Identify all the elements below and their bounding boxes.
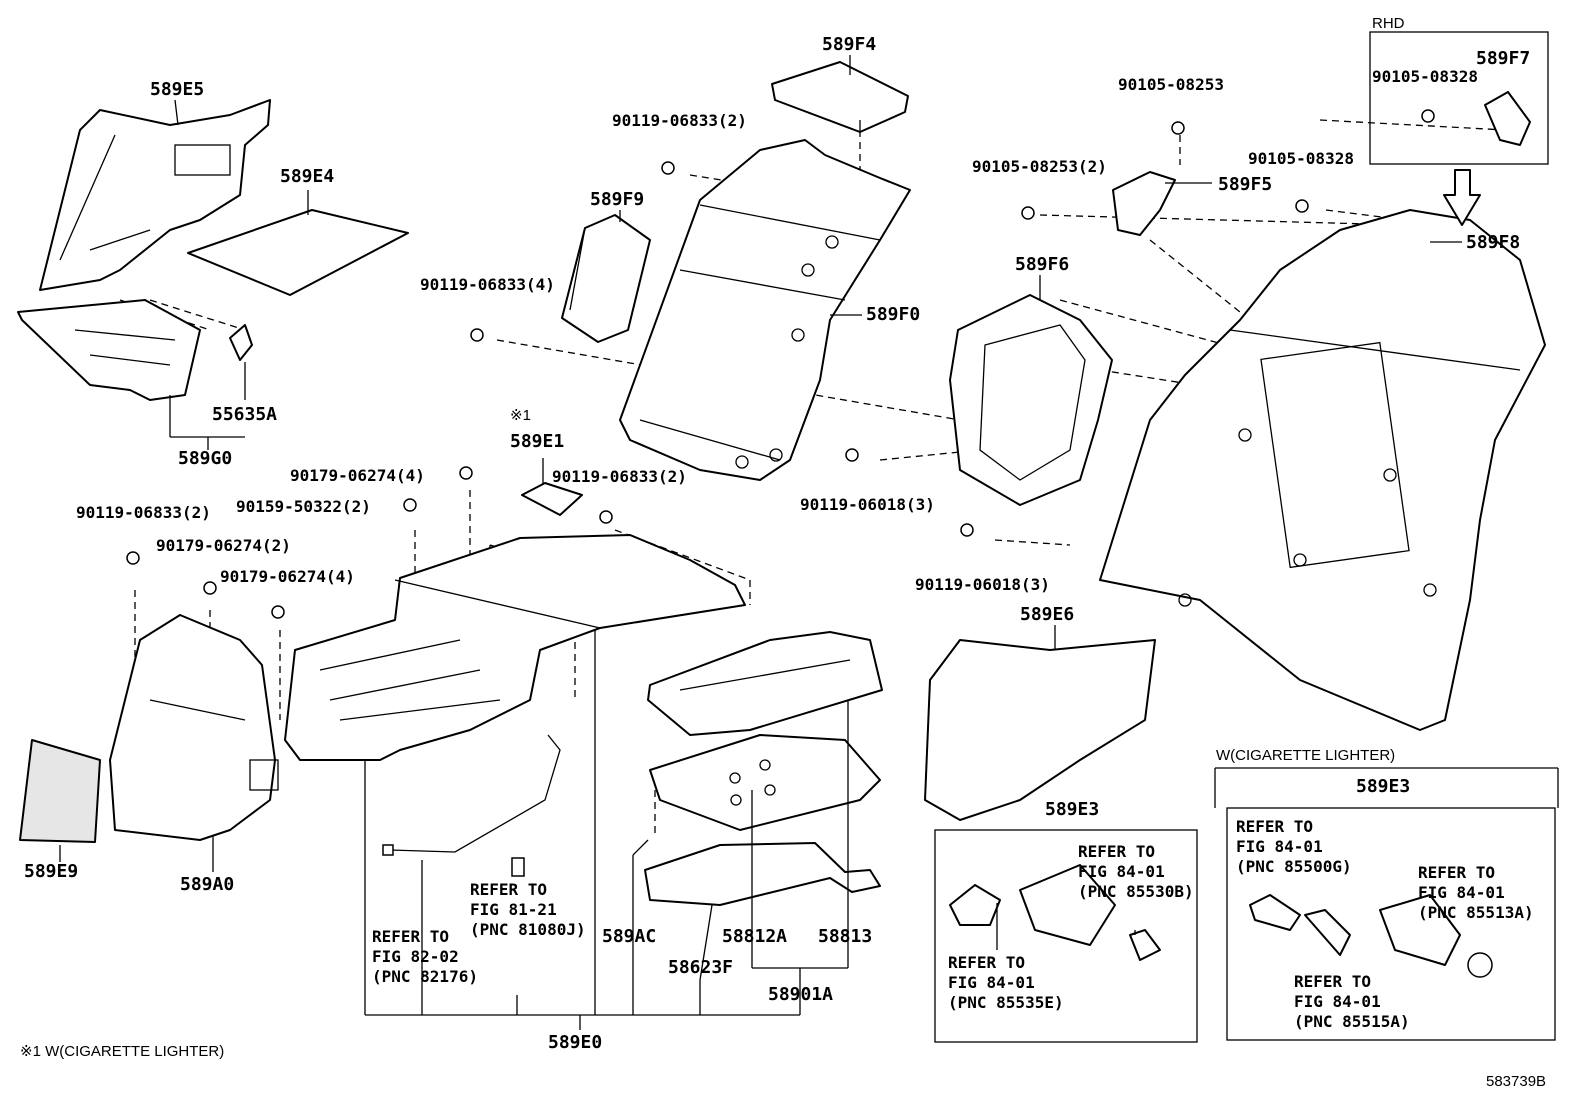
label-90119-06018-3-a: 90119-06018(3) xyxy=(800,495,935,514)
label-589e4: 589E4 xyxy=(280,166,334,187)
part-589e1-cover xyxy=(521,482,583,516)
label-589f6: 589F6 xyxy=(1015,254,1069,275)
label-589e9: 589E9 xyxy=(24,861,78,882)
label-note1-mark: ※1 xyxy=(510,407,531,424)
part-589g0-tray xyxy=(17,299,201,401)
part-589f7-clip xyxy=(1484,91,1531,146)
svg-text:REFER TO: REFER TO xyxy=(470,880,547,899)
svg-text:(PNC 85535E): (PNC 85535E) xyxy=(948,993,1064,1012)
label-90105-08253: 90105-08253 xyxy=(1118,75,1224,94)
refer-85515a: REFER TO FIG 84-01 (PNC 85515A) xyxy=(1294,972,1410,1031)
svg-text:REFER TO: REFER TO xyxy=(372,927,449,946)
refer-85513a: REFER TO FIG 84-01 (PNC 85513A) xyxy=(1418,863,1534,922)
part-589f0-cover xyxy=(619,139,911,481)
svg-text:FIG 84-01: FIG 84-01 xyxy=(1294,992,1381,1011)
lighter-box-mid xyxy=(934,829,1198,1043)
lighter-parts-right xyxy=(1249,894,1493,978)
label-589e6: 589E6 xyxy=(1020,604,1074,625)
label-589e0: 589E0 xyxy=(548,1032,602,1053)
svg-text:(PNC 81080J): (PNC 81080J) xyxy=(470,920,586,939)
part-589e5-trim xyxy=(39,99,271,291)
part-589f4-lid xyxy=(771,61,909,133)
part-589f5-bracket xyxy=(1112,171,1176,236)
refer-81080j: REFER TO FIG 81-21 (PNC 81080J) xyxy=(470,880,586,939)
label-90179-06274-2: 90179-06274(2) xyxy=(156,536,291,555)
footnote: ※1 W(CIGARETTE LIGHTER) xyxy=(20,1043,224,1060)
label-589f0: 589F0 xyxy=(866,304,920,325)
part-wire-harness xyxy=(382,734,561,877)
lighter-box-right xyxy=(1226,807,1556,1041)
label-58901a: 58901A xyxy=(768,984,833,1005)
lighter-parts-mid xyxy=(949,864,1161,961)
part-589a0-console xyxy=(109,614,279,841)
label-589e3-right: 589E3 xyxy=(1356,776,1410,797)
svg-text:(PNC 85500G): (PNC 85500G) xyxy=(1236,857,1352,876)
label-589e3-mid: 589E3 xyxy=(1045,799,1099,820)
label-55635a: 55635A xyxy=(212,404,277,425)
label-589f8: 589F8 xyxy=(1466,232,1520,253)
svg-text:REFER TO: REFER TO xyxy=(1078,842,1155,861)
svg-text:FIG 84-01: FIG 84-01 xyxy=(1418,883,1505,902)
svg-text:REFER TO: REFER TO xyxy=(1236,817,1313,836)
svg-text:FIG 84-01: FIG 84-01 xyxy=(1236,837,1323,856)
part-589e9-pad xyxy=(19,739,101,843)
label-90105-08328-top: 90105-08328 xyxy=(1372,67,1478,86)
part-55635a-clip xyxy=(229,324,253,361)
svg-text:FIG 82-02: FIG 82-02 xyxy=(372,947,459,966)
svg-text:FIG 84-01: FIG 84-01 xyxy=(948,973,1035,992)
part-58623f-mat xyxy=(644,842,881,906)
rhd-label: RHD xyxy=(1372,15,1405,32)
label-90119-06833-2-a: 90119-06833(2) xyxy=(612,111,747,130)
label-90105-08328: 90105-08328 xyxy=(1248,149,1354,168)
label-w-cigarette-lighter: W(CIGARETTE LIGHTER) xyxy=(1216,747,1395,764)
label-58623f: 58623F xyxy=(668,957,733,978)
svg-text:(PNC 85513A): (PNC 85513A) xyxy=(1418,903,1534,922)
part-rear-body-panel xyxy=(1099,209,1546,731)
svg-text:(PNC 85530B): (PNC 85530B) xyxy=(1078,882,1194,901)
label-589f7: 589F7 xyxy=(1476,48,1530,69)
part-console-box xyxy=(284,534,746,761)
part-589f6-frame xyxy=(949,294,1113,506)
label-589f5: 589F5 xyxy=(1218,174,1272,195)
svg-text:FIG 84-01: FIG 84-01 xyxy=(1078,862,1165,881)
label-90179-06274-4-a: 90179-06274(4) xyxy=(290,466,425,485)
part-589e4-mat xyxy=(187,209,409,296)
label-589f4: 589F4 xyxy=(822,34,876,55)
part-58812a-tray xyxy=(649,734,881,831)
svg-text:(PNC 82176): (PNC 82176) xyxy=(372,967,478,986)
label-589e5: 589E5 xyxy=(150,79,204,100)
svg-text:REFER TO: REFER TO xyxy=(1294,972,1371,991)
part-58813-tray xyxy=(647,631,883,736)
refer-85535e: REFER TO FIG 84-01 (PNC 85535E) xyxy=(948,953,1064,1012)
rhd-box xyxy=(1369,31,1549,165)
label-90105-08253-2: 90105-08253(2) xyxy=(972,157,1107,176)
svg-text:FIG 81-21: FIG 81-21 xyxy=(470,900,557,919)
label-58813: 58813 xyxy=(818,926,872,947)
label-58812a: 58812A xyxy=(722,926,787,947)
leader-lines xyxy=(59,55,1462,1030)
label-589e1: 589E1 xyxy=(510,431,564,452)
label-90119-06833-2-b: 90119-06833(2) xyxy=(552,467,687,486)
svg-text:(PNC 85515A): (PNC 85515A) xyxy=(1294,1012,1410,1031)
label-589ac: 589AC xyxy=(602,926,656,947)
refer-85500g: REFER TO FIG 84-01 (PNC 85500G) xyxy=(1236,817,1352,876)
part-589e6-mat xyxy=(924,639,1156,821)
label-90119-06833-2-c: 90119-06833(2) xyxy=(76,503,211,522)
part-589f9-panel xyxy=(561,214,651,343)
label-589a0: 589A0 xyxy=(180,874,234,895)
svg-text:REFER TO: REFER TO xyxy=(948,953,1025,972)
refer-82176: REFER TO FIG 82-02 (PNC 82176) xyxy=(372,927,478,986)
label-90119-06018-3-b: 90119-06018(3) xyxy=(915,575,1050,594)
refer-85530b: REFER TO FIG 84-01 (PNC 85530B) xyxy=(1078,842,1194,901)
rhd-arrow-icon xyxy=(1443,169,1481,226)
label-90119-06833-4: 90119-06833(4) xyxy=(420,275,555,294)
label-90179-06274-4-b: 90179-06274(4) xyxy=(220,567,355,586)
svg-text:REFER TO: REFER TO xyxy=(1418,863,1495,882)
label-589f9: 589F9 xyxy=(590,189,644,210)
label-589g0: 589G0 xyxy=(178,448,232,469)
drawing-number: 583739B xyxy=(1486,1073,1546,1090)
label-90159-50322-2: 90159-50322(2) xyxy=(236,497,371,516)
fasteners xyxy=(126,109,1435,619)
